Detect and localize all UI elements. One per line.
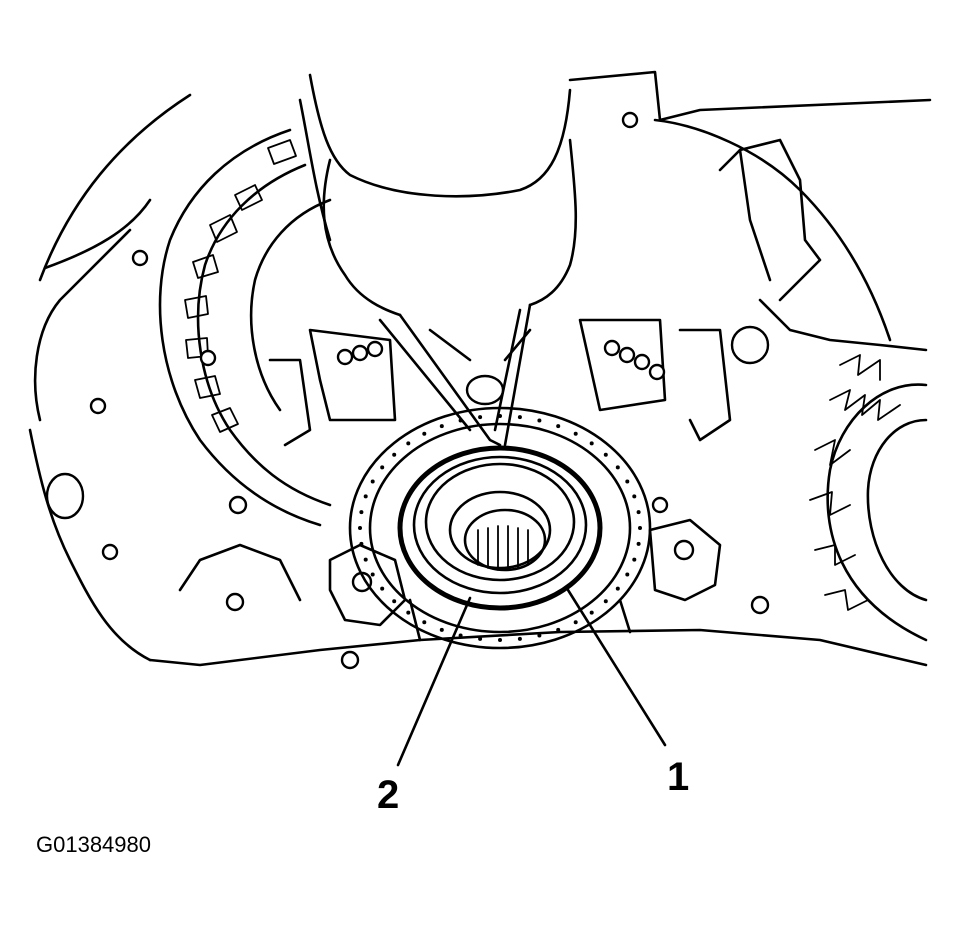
race-dot xyxy=(517,636,522,641)
race-dot xyxy=(458,418,463,423)
bearing-race xyxy=(348,406,652,650)
leader-line-2 xyxy=(396,596,472,767)
race-dot xyxy=(615,586,620,591)
race-dot xyxy=(406,441,411,446)
race-dot xyxy=(380,586,385,591)
race-dot xyxy=(632,494,637,499)
race-dot xyxy=(422,431,427,436)
race-dot xyxy=(363,557,368,562)
callout-2: 2 xyxy=(377,773,399,817)
race-dot xyxy=(363,494,368,499)
race-dot xyxy=(573,431,578,436)
race-dot xyxy=(359,510,364,515)
oil-seal xyxy=(412,455,588,595)
race-dot xyxy=(439,627,444,632)
clutch-drum xyxy=(158,128,332,527)
ring-gear xyxy=(809,354,928,642)
retainer-blocks xyxy=(268,318,732,447)
race-dot xyxy=(573,620,578,625)
race-dot xyxy=(589,441,594,446)
race-dot xyxy=(625,572,630,577)
callout-1: 1 xyxy=(667,755,689,799)
race-dot xyxy=(517,415,522,420)
leader-line-1 xyxy=(566,588,667,747)
race-dot xyxy=(537,633,542,638)
figure-id: G01384980 xyxy=(36,832,151,857)
race-dot xyxy=(392,452,397,457)
race-dot xyxy=(406,610,411,615)
race-dot xyxy=(380,465,385,470)
race-dot xyxy=(636,510,641,515)
race-dot xyxy=(625,479,630,484)
race-dot xyxy=(392,599,397,604)
shaft-bore xyxy=(448,490,552,572)
housing-outline xyxy=(28,70,932,667)
race-dot xyxy=(589,610,594,615)
race-dot xyxy=(556,627,561,632)
race-dot xyxy=(632,557,637,562)
snap-ring-pliers xyxy=(298,73,578,447)
race-dot xyxy=(498,414,502,418)
race-dot xyxy=(498,638,502,642)
race-dot xyxy=(439,424,444,429)
race-dot xyxy=(422,620,427,625)
bearing-race-dots xyxy=(358,414,642,642)
race-dot xyxy=(615,465,620,470)
race-dot xyxy=(370,572,375,577)
race-dot xyxy=(636,541,641,546)
leader-lines xyxy=(396,588,667,767)
race-dot xyxy=(603,599,608,604)
race-dot xyxy=(478,415,483,420)
snap-ring xyxy=(397,445,603,611)
race-dot xyxy=(358,526,362,530)
race-dot xyxy=(603,452,608,457)
race-dot xyxy=(537,418,542,423)
race-dot xyxy=(359,541,364,546)
race-dot xyxy=(458,633,463,638)
bolt-holes xyxy=(45,111,770,670)
race-dot xyxy=(370,479,375,484)
race-dot xyxy=(638,526,642,530)
race-dot xyxy=(478,636,483,641)
race-dot xyxy=(556,424,561,429)
